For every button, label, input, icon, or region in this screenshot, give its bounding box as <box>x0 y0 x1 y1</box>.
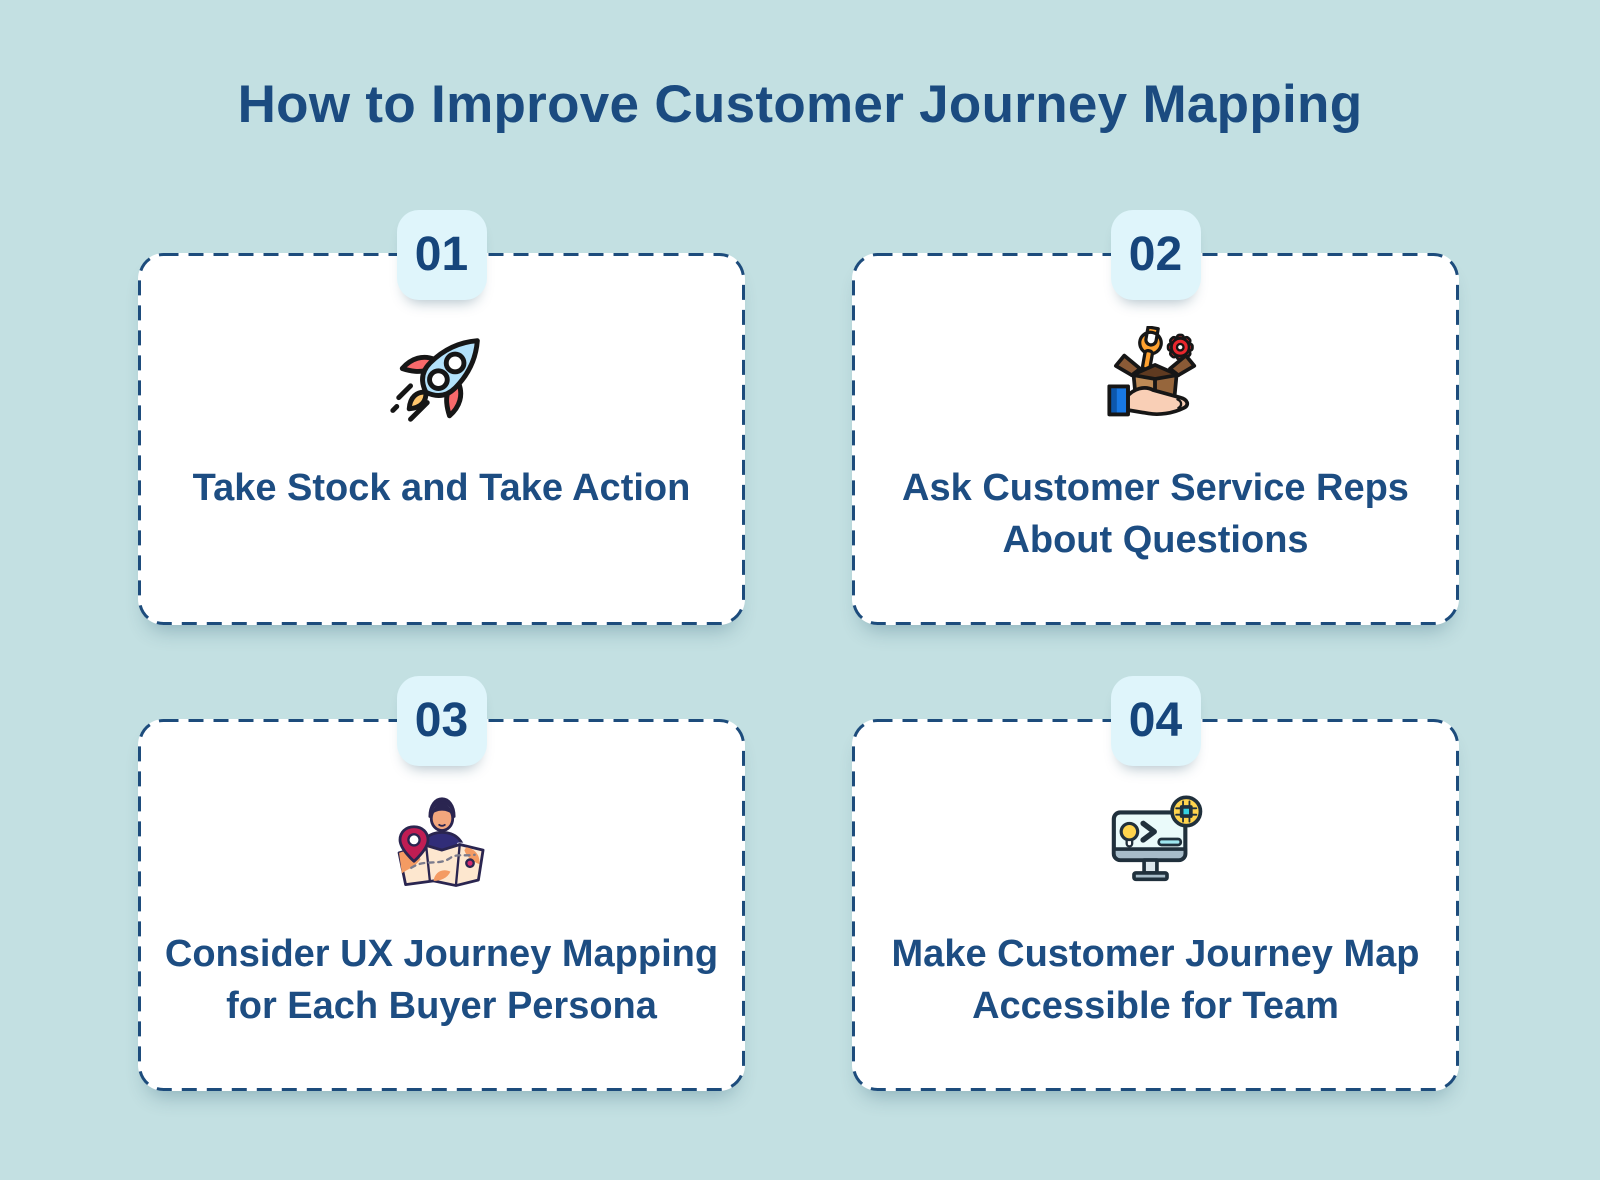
page-title: How to Improve Customer Journey Mapping <box>237 75 1363 134</box>
step-label: Consider UX Journey Mapping for Each Buy… <box>164 933 719 1027</box>
step-label: Make Customer Journey Map Accessible for… <box>891 933 1420 1027</box>
step-card-content: Ask Customer Service Reps About Question… <box>852 253 1459 625</box>
step-card-2: 02 <box>852 210 1459 625</box>
step-badge: 03 <box>396 676 487 766</box>
step-label: Take Stock and Take Action <box>192 467 691 509</box>
step-number: 03 <box>414 694 469 747</box>
toolbox-in-hand-icon <box>1100 317 1212 439</box>
step-card-1: 01 <box>138 210 745 625</box>
step-badge: 04 <box>1110 676 1201 766</box>
step-card-content: Make Customer Journey Map Accessible for… <box>852 719 1459 1091</box>
buyer-persona-map-icon <box>386 783 498 905</box>
step-number: 01 <box>414 228 469 281</box>
step-card-4: 04 <box>852 676 1459 1091</box>
step-badge: 01 <box>396 210 487 300</box>
step-label: Ask Customer Service Reps About Question… <box>902 467 1409 561</box>
step-card-3: 03 <box>138 676 745 1091</box>
step-badge: 02 <box>1110 210 1201 300</box>
monitor-accessibility-icon <box>1101 783 1211 905</box>
step-card-content: Consider UX Journey Mapping for Each Buy… <box>138 719 745 1091</box>
step-number: 02 <box>1128 228 1183 281</box>
step-card-content: Take Stock and Take Action <box>138 253 745 625</box>
rocket-icon <box>383 317 501 439</box>
step-number: 04 <box>1128 694 1183 747</box>
